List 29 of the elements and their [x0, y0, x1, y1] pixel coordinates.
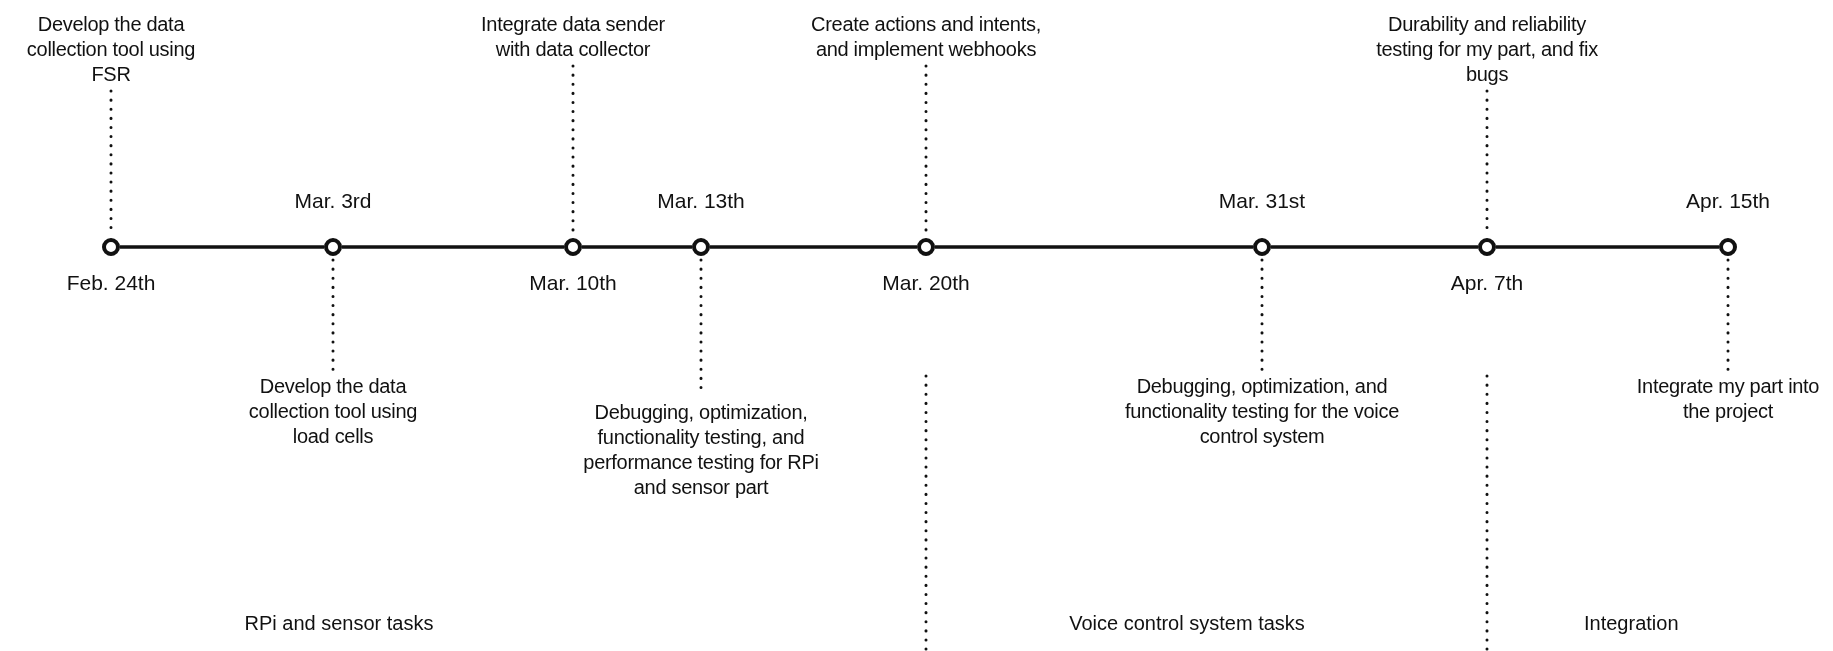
task-text: Debugging, optimization, and functionality testing for the voice control system: [1112, 374, 1412, 449]
date-label: Mar. 10th: [529, 271, 617, 295]
task-text: Debugging, optimization, functionality testing, and performance testing for RPi and sensor part: [571, 400, 831, 500]
timeline-line: [1271, 245, 1478, 249]
date-label: Mar. 20th: [882, 271, 970, 295]
section-label: Integration: [1584, 612, 1679, 635]
leader-line: [331, 258, 335, 372]
task-text: Develop the data collection tool using FSR: [11, 12, 211, 87]
timeline-line: [1496, 245, 1719, 249]
date-label: Apr. 15th: [1685, 189, 1771, 213]
timeline-line: [710, 245, 917, 249]
date-label: Mar. 3rd: [294, 189, 372, 213]
date-label: Mar. 31st: [1218, 189, 1306, 213]
timeline-line: [582, 245, 692, 249]
task-text: Create actions and intents, and implement webhooks: [801, 12, 1051, 62]
timeline-line: [120, 245, 324, 249]
date-label: Mar. 13th: [657, 189, 745, 213]
task-text: Integrate data sender with data collector: [478, 12, 668, 62]
leader-line: [1260, 258, 1264, 372]
timeline-line: [935, 245, 1253, 249]
task-text: Develop the data collection tool using load cells: [243, 374, 423, 449]
section-label: Voice control system tasks: [1069, 612, 1305, 635]
leader-line: [1726, 258, 1730, 372]
task-text: Integrate my part into the project: [1633, 374, 1823, 424]
date-label: Feb. 24th: [66, 271, 156, 295]
date-label: Apr. 7th: [1450, 271, 1524, 295]
task-text: Durability and reliability testing for my part, and fix bugs: [1362, 12, 1612, 87]
timeline-line: [342, 245, 564, 249]
section-label: RPi and sensor tasks: [244, 612, 434, 635]
